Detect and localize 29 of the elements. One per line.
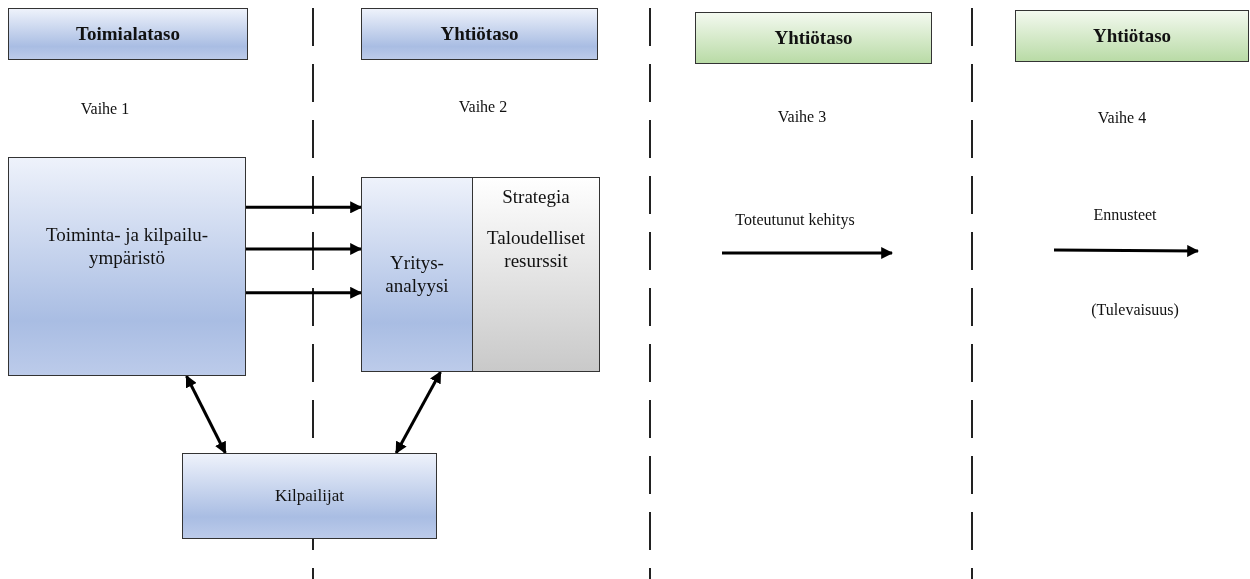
level-header-box	[1015, 10, 1249, 62]
header-text: Toimialataso	[76, 23, 180, 45]
box-text: Taloudelliset resurssit	[486, 226, 586, 273]
arrow	[246, 286, 363, 299]
arrow	[185, 374, 227, 455]
process-box	[182, 453, 437, 539]
level-header-box	[695, 12, 932, 64]
strategy-panel	[472, 177, 600, 372]
header-text: Yhtiötaso	[774, 27, 853, 49]
process-box	[361, 177, 473, 372]
process-box	[8, 157, 246, 376]
text-label: (Tulevaisuus)	[1091, 301, 1179, 319]
level-header-box	[361, 8, 598, 60]
box-text: Toiminta- ja kilpailu- ympäristö	[44, 223, 210, 270]
text-label: Vaihe 2	[458, 98, 508, 116]
arrow	[394, 370, 442, 455]
arrow	[246, 243, 363, 255]
arrow	[246, 201, 363, 214]
text-label: Toteutunut kehitys	[735, 211, 855, 229]
text-label: Vaihe 3	[777, 108, 827, 126]
box-text: Yritys- analyysi	[384, 251, 450, 298]
header-text: Yhtiötaso	[1092, 25, 1172, 47]
level-header-box	[8, 8, 248, 60]
text-label: Vaihe 4	[1097, 109, 1147, 127]
text-label: Vaihe 1	[80, 100, 130, 118]
header-text: Yhtiötaso	[440, 23, 519, 45]
panel-heading: Strategia	[502, 186, 570, 209]
box-text: Kilpailijat	[275, 485, 344, 507]
text-label: Ennusteet	[1093, 206, 1157, 224]
